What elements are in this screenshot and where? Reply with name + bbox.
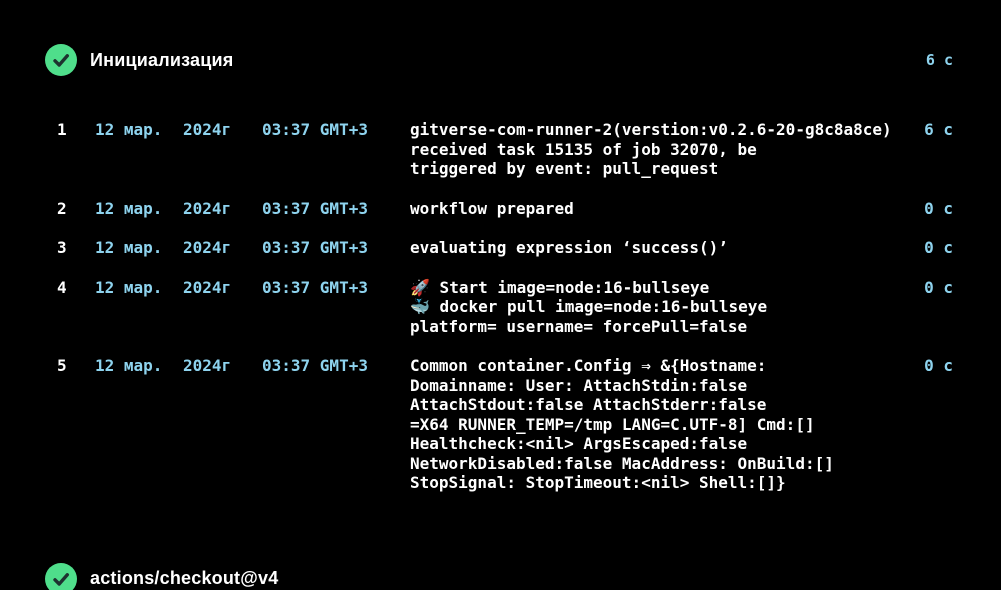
log-message: workflow prepared <box>410 198 574 218</box>
log-row: 1 12 мар. 2024г 03:37 GMT+3 gitverse-com… <box>0 120 1001 179</box>
log-message: Common container.Config ⇒ &{Hostname: Do… <box>410 356 834 492</box>
log-message: 🚀 Start image=node:16-bullseye 🐳 docker … <box>410 277 768 336</box>
log-row: 4 12 мар. 2024г 03:37 GMT+3 🚀 Start imag… <box>0 278 1001 337</box>
section-header-init[interactable]: Инициализация 6 с <box>0 44 1001 76</box>
log-date: 12 мар. <box>95 356 163 375</box>
section-title-init: Инициализация <box>90 49 234 70</box>
log-duration: 6 с <box>924 120 953 139</box>
line-number[interactable]: 1 <box>57 120 67 139</box>
log-time: 03:37 GMT+3 <box>262 120 368 139</box>
log-row: 2 12 мар. 2024г 03:37 GMT+3 workflow pre… <box>0 199 1001 219</box>
log-year: 2024г <box>183 198 232 218</box>
log-year: 2024г <box>183 277 232 297</box>
log-duration: 0 с <box>924 238 953 257</box>
log-time: 03:37 GMT+3 <box>262 356 368 375</box>
log-time: 03:37 GMT+3 <box>262 277 368 297</box>
check-circle-icon <box>45 562 77 590</box>
line-number[interactable]: 3 <box>57 238 67 257</box>
log-rows: 1 12 мар. 2024г 03:37 GMT+3 gitverse-com… <box>0 120 1001 493</box>
log-time: 03:37 GMT+3 <box>262 198 368 218</box>
line-number[interactable]: 5 <box>57 356 67 375</box>
section-title-checkout: actions/checkout@v4 <box>90 568 279 588</box>
section-header-checkout[interactable]: actions/checkout@v4 <box>0 562 1001 590</box>
log-time: 03:37 GMT+3 <box>262 238 368 257</box>
line-number[interactable]: 4 <box>57 277 67 297</box>
log-year: 2024г <box>183 356 232 375</box>
log-date: 12 мар. <box>95 277 163 297</box>
log-year: 2024г <box>183 120 232 139</box>
check-circle-icon <box>45 44 77 76</box>
log-date: 12 мар. <box>95 238 163 257</box>
log-message: evaluating expression ‘success()’ <box>410 238 728 257</box>
log-message: gitverse-com-runner-2(verstion:v0.2.6-20… <box>410 120 892 178</box>
log-duration: 0 с <box>924 356 953 375</box>
log-duration: 0 с <box>924 277 953 297</box>
log-duration: 0 с <box>924 198 953 218</box>
log-row: 5 12 мар. 2024г 03:37 GMT+3 Common conta… <box>0 356 1001 493</box>
log-date: 12 мар. <box>95 120 163 139</box>
log-date: 12 мар. <box>95 198 163 218</box>
log-row: 3 12 мар. 2024г 03:37 GMT+3 evaluating e… <box>0 238 1001 258</box>
line-number[interactable]: 2 <box>57 198 67 218</box>
section-duration-init: 6 с <box>925 51 953 69</box>
log-year: 2024г <box>183 238 232 257</box>
